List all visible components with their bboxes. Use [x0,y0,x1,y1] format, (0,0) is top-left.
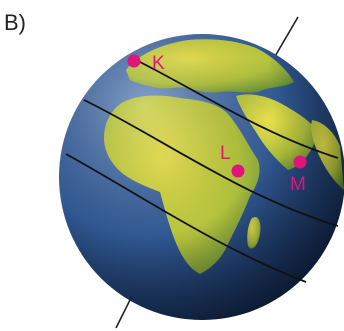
latitude-line-top [135,59,339,159]
rotation-axis-top [273,16,299,59]
globe-shading [59,34,344,320]
point-markers: K L M [127,53,307,195]
point-m-marker [293,155,307,169]
point-l-label: L [220,143,231,164]
point-k-marker [127,54,141,68]
panel-label: B) [4,10,26,35]
globe [59,34,344,320]
rotation-axis-bottom [115,295,133,329]
point-m-label: M [290,174,306,195]
latitude-line-middle [83,99,339,227]
latitude-lines [65,59,339,283]
point-k-label: K [152,53,165,74]
point-l-marker [231,164,245,178]
latitude-line-bottom [65,153,307,283]
